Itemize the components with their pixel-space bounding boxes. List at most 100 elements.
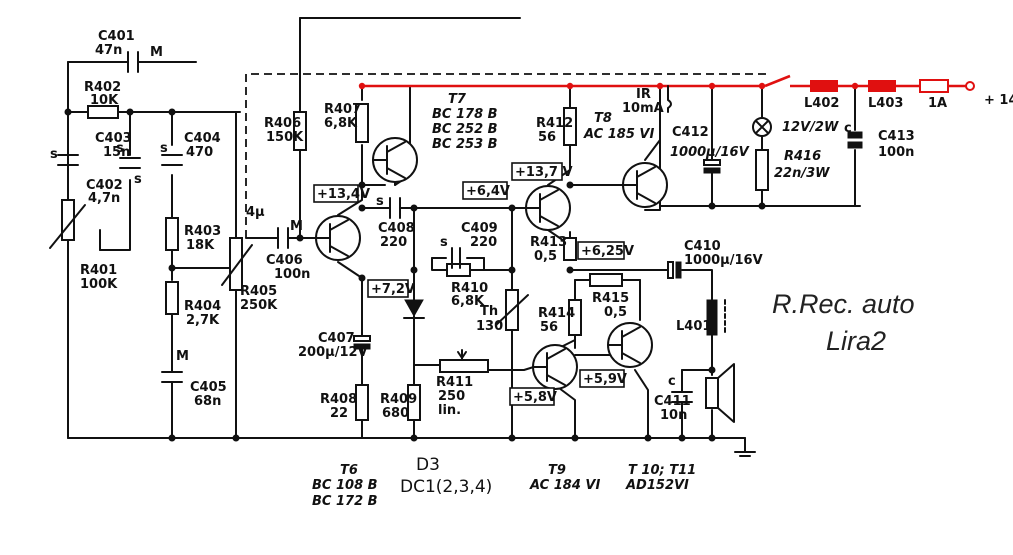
svg-text:C413: C413 <box>878 129 915 144</box>
svg-text:BC 108 B: BC 108 B <box>312 478 378 493</box>
svg-text:AC 185 VI: AC 185 VI <box>583 127 654 142</box>
svg-text:T6: T6 <box>340 463 358 478</box>
R408-resistor <box>355 384 369 421</box>
svg-text:6,8K: 6,8K <box>451 294 485 309</box>
svg-text:+6,25V: +6,25V <box>581 244 634 259</box>
junction-dots <box>64 108 766 442</box>
svg-text:R402: R402 <box>84 80 121 95</box>
svg-text:4,7n: 4,7n <box>88 191 120 206</box>
svg-text:R410: R410 <box>451 281 488 296</box>
supply-rail <box>358 74 975 93</box>
transistor-labels: T6 BC 108 B BC 172 B T7 BC 178 B BC 252 … <box>312 92 696 509</box>
misc-parts <box>667 85 772 423</box>
svg-text:T8: T8 <box>594 111 612 126</box>
svg-text:AC 184 VI: AC 184 VI <box>529 478 600 493</box>
svg-text:15n: 15n <box>103 145 130 160</box>
svg-text:2,7K: 2,7K <box>186 313 220 328</box>
title-line2: Lira2 <box>826 326 886 356</box>
svg-text:130: 130 <box>476 319 503 334</box>
svg-text:T9: T9 <box>548 463 566 478</box>
svg-text:R413: R413 <box>530 235 567 250</box>
svg-text:R416: R416 <box>784 149 821 164</box>
svg-text:D3: D3 <box>416 455 440 475</box>
svg-text:R407: R407 <box>324 102 361 117</box>
svg-text:68n: 68n <box>194 394 221 409</box>
svg-text:10K: 10K <box>90 93 119 108</box>
svg-text:DC1(2,3,4): DC1(2,3,4) <box>400 477 492 497</box>
svg-text:C404: C404 <box>184 131 221 146</box>
svg-text:BC 253 B: BC 253 B <box>432 137 498 152</box>
svg-text:C402: C402 <box>86 178 123 193</box>
svg-text:R405: R405 <box>240 284 277 299</box>
svg-text:C408: C408 <box>378 221 415 236</box>
svg-text:1000µ/16V: 1000µ/16V <box>684 253 763 268</box>
svg-text:C401: C401 <box>98 29 135 44</box>
rail-node <box>566 82 574 90</box>
svg-text:M: M <box>150 45 163 60</box>
diode-D3 <box>403 279 425 326</box>
L401-inductor <box>706 299 718 336</box>
svg-text:R415: R415 <box>592 291 629 306</box>
svg-text:10n: 10n <box>660 408 687 423</box>
svg-text:s: s <box>116 141 124 156</box>
svg-text:L403: L403 <box>868 96 903 111</box>
svg-text:C406: C406 <box>266 253 303 268</box>
svg-text:56: 56 <box>540 320 558 335</box>
svg-text:R409: R409 <box>380 392 417 407</box>
C413-plate-2 <box>847 141 863 149</box>
R416-resistor <box>755 149 769 191</box>
svg-text:R411: R411 <box>436 375 473 390</box>
svg-text:+6,4V: +6,4V <box>466 184 510 199</box>
svg-text:220: 220 <box>380 235 407 250</box>
fuse-symbol <box>919 79 949 93</box>
svg-text:+7,2V: +7,2V <box>371 282 415 297</box>
R410-resistor <box>446 263 471 277</box>
speaker-body <box>705 377 719 409</box>
svg-text:T 10; T11: T 10; T11 <box>628 463 696 478</box>
R407-resistor <box>355 103 369 143</box>
svg-text:6,8K: 6,8K <box>324 116 358 131</box>
svg-text:100n: 100n <box>274 267 310 282</box>
component-labels: C401 47n M R402 10K C403 15n C404 470 C4… <box>50 29 1013 423</box>
svg-text:250: 250 <box>438 389 465 404</box>
supply-terminal <box>965 81 975 91</box>
resistors <box>49 103 769 421</box>
C412-plate <box>703 159 721 166</box>
svg-text:c: c <box>844 121 852 136</box>
R404-resistor <box>165 281 179 315</box>
svg-text:s: s <box>376 194 384 209</box>
svg-text:150K: 150K <box>266 130 304 145</box>
C413-plate <box>847 131 863 139</box>
R415-resistor <box>589 273 623 287</box>
svg-text:0,5: 0,5 <box>604 305 627 320</box>
svg-text:R408: R408 <box>320 392 357 407</box>
svg-text:C407: C407 <box>318 331 355 346</box>
rail-node <box>358 82 366 90</box>
transistors <box>315 137 668 390</box>
svg-text:IR: IR <box>636 87 651 102</box>
svg-text:+5,8V: +5,8V <box>513 390 557 405</box>
svg-text:R406: R406 <box>264 116 301 131</box>
svg-text:s: s <box>160 141 168 156</box>
title-line1: R.Rec. auto <box>772 289 915 319</box>
svg-text:0,5: 0,5 <box>534 249 557 264</box>
C410-plate-neg <box>675 261 682 279</box>
rail-node <box>758 82 766 90</box>
svg-text:220: 220 <box>470 235 497 250</box>
svg-text:s: s <box>440 235 448 250</box>
svg-text:47n: 47n <box>95 43 122 58</box>
svg-text:R401: R401 <box>80 263 117 278</box>
R403-resistor <box>165 217 179 251</box>
R406-resistor <box>293 111 307 151</box>
svg-text:1A: 1A <box>928 96 947 111</box>
L403-choke <box>868 80 896 92</box>
svg-text:C410: C410 <box>684 239 721 254</box>
svg-text:250K: 250K <box>240 298 278 313</box>
rail-node <box>851 82 859 90</box>
svg-text:18K: 18K <box>186 238 215 253</box>
R413-resistor <box>563 237 577 261</box>
svg-text:10mA: 10mA <box>622 101 664 116</box>
svg-text:C412: C412 <box>672 125 709 140</box>
svg-text:R414: R414 <box>538 306 575 321</box>
svg-text:AD152VI: AD152VI <box>625 478 689 493</box>
